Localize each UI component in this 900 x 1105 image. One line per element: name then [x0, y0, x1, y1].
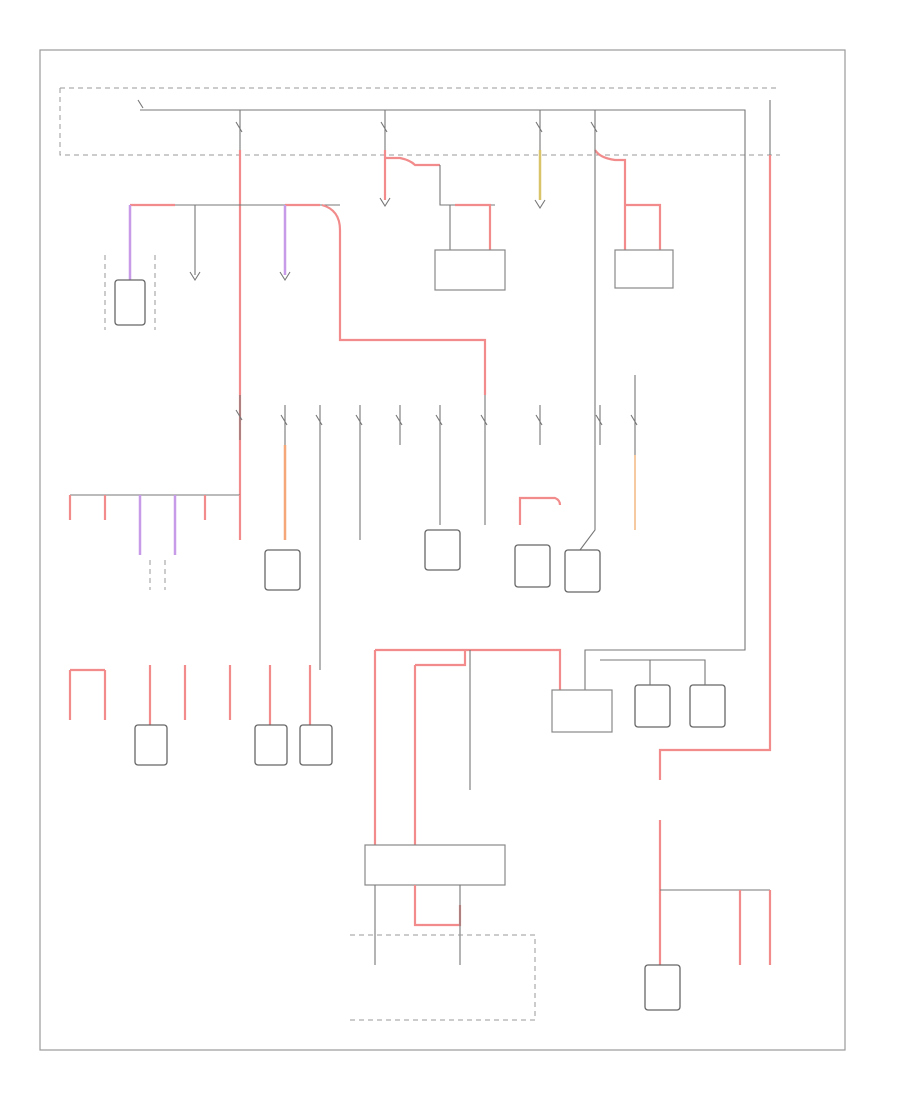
bottom-fuse-block — [350, 844, 536, 1021]
yellow-branch — [534, 150, 546, 210]
middle-fuse-row — [235, 375, 638, 670]
lower-right-cluster — [373, 648, 726, 850]
middle-components — [264, 496, 601, 593]
diagram-frame — [39, 49, 846, 1051]
left-bus-row — [68, 494, 242, 590]
center-top-branch — [379, 150, 506, 291]
top-fuse-drops — [235, 110, 598, 150]
bottom-right-branch — [644, 155, 772, 1011]
left-power-feed — [130, 150, 487, 495]
top-left-branch — [104, 205, 291, 330]
top-power-distribution-box — [59, 87, 780, 156]
bottom-left-components — [68, 665, 333, 766]
